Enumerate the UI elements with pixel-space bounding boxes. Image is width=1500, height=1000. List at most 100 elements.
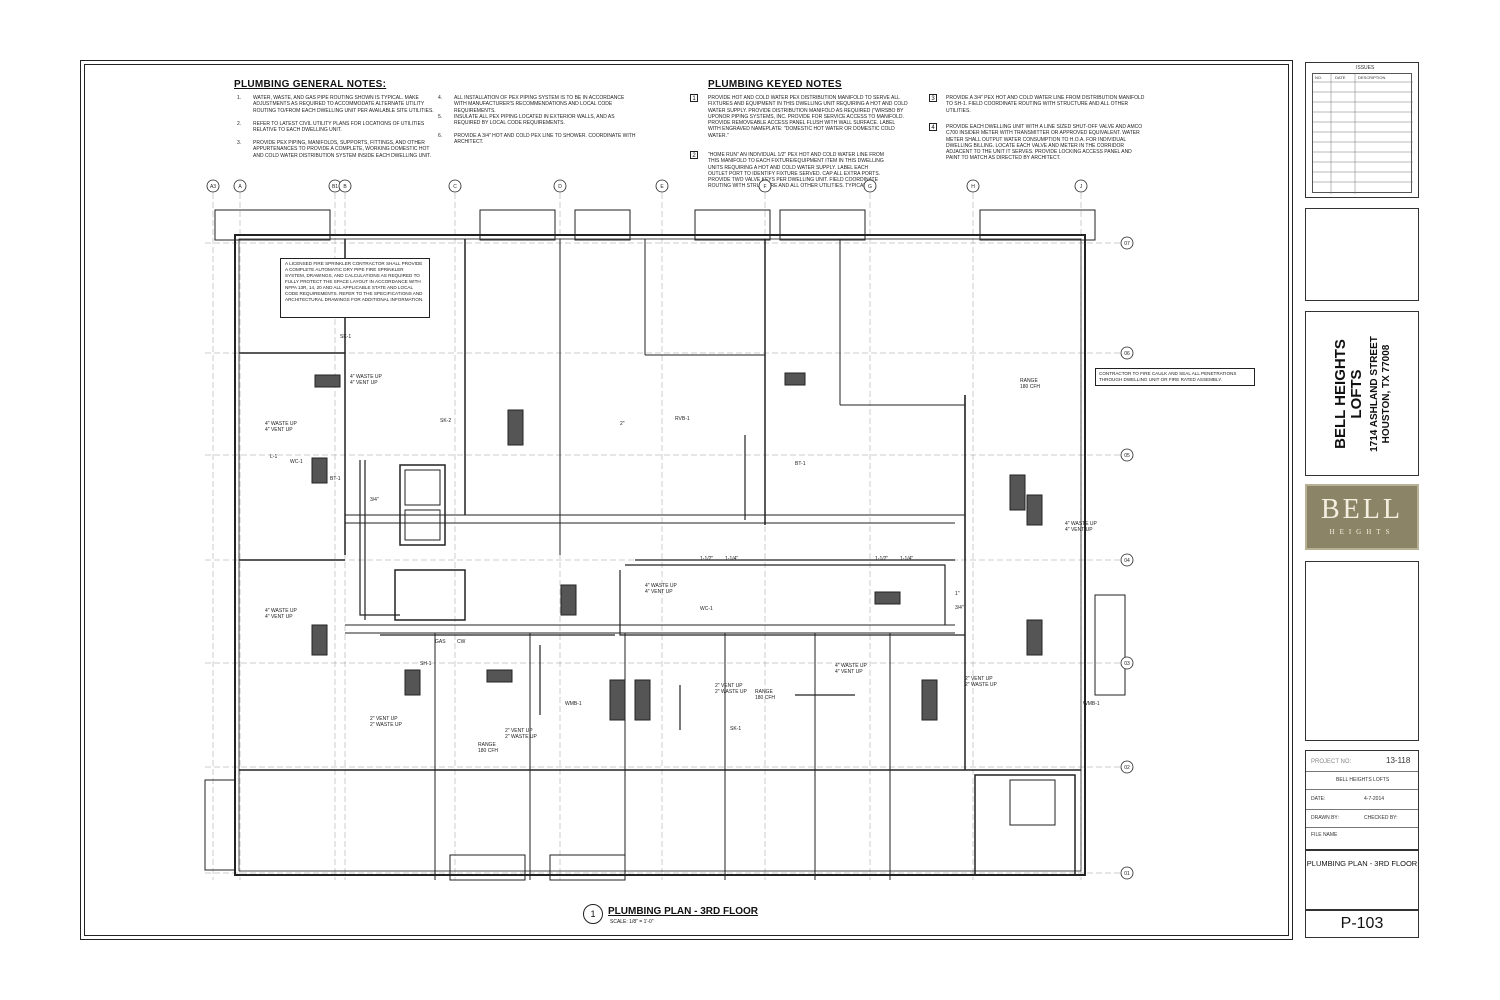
- divider: [1306, 789, 1418, 790]
- plan-label-vent-up: 4" VENT UP: [1065, 527, 1093, 533]
- issues-col-date: DATE: [1335, 75, 1346, 80]
- plan-label-size: 3/4": [370, 497, 379, 503]
- plan-label-range-cfh: 180 CFH: [1020, 384, 1040, 390]
- keyed-note-2: "HOME RUN" AN INDIVIDUAL 1/2" PEX HOT AN…: [708, 152, 884, 190]
- project-no-label: PROJECT NO:: [1311, 759, 1352, 765]
- contractor-note-box: CONTRACTOR TO FIRE CAULK AND SEAL ALL PE…: [1095, 368, 1255, 386]
- issues-table: NO. DATE DESCRIPTION: [1312, 73, 1413, 194]
- general-note-6: 6.PROVIDE A 3/4" HOT AND COLD PEX LINE T…: [438, 133, 636, 146]
- plan-label-vent-up: 4" VENT UP: [350, 380, 378, 386]
- plan-label-size: 1-1/2": [700, 556, 713, 562]
- sprinkler-note-box: A LICENSED FIRE SPRINKLER CONTRACTOR SHA…: [280, 258, 430, 318]
- fixture-label: WC-1: [700, 606, 713, 612]
- divider: [1306, 771, 1418, 772]
- grid-label-b: B: [343, 184, 347, 190]
- blank-box-2: [1305, 561, 1419, 741]
- drawing-frame: [80, 60, 1293, 940]
- fixture-label: SK-1: [340, 334, 351, 340]
- floor-plan: A3 A B1 B C D E F G H J 07 06 05 04 03 0…: [204, 179, 1134, 881]
- plan-label-vent-up: 2" VENT UP: [715, 683, 743, 689]
- plan-label-size: 3/4": [955, 605, 964, 611]
- plan-label-range: RANGE: [478, 742, 496, 748]
- address-line-2: HOUSTON, TX 77008: [1381, 344, 1392, 444]
- contractor-note: CONTRACTOR TO FIRE CAULK AND SEAL ALL PE…: [1099, 371, 1237, 382]
- grid-label-05: 05: [1124, 453, 1130, 459]
- plan-label-waste-up: 2" WASTE UP: [715, 689, 748, 695]
- drawing-scale: SCALE: 1/8" = 1'-0": [610, 919, 654, 925]
- plan-label-size: 1-1/2": [875, 556, 888, 562]
- project-info-box: PROJECT NO: 13-118 BELL HEIGHTS LOFTS DA…: [1305, 750, 1419, 850]
- grid-label-06: 06: [1124, 351, 1130, 357]
- project-name-rotated: BELL HEIGHTS LOFTS 1714 ASHLAND STREET H…: [1332, 314, 1393, 474]
- project-title: BELL HEIGHTS LOFTS: [1336, 777, 1390, 783]
- general-note-1: 1.WATER, WASTE, AND GAS PIPE ROUTING SHO…: [237, 95, 434, 114]
- keyed-note-1-marker: 1: [690, 94, 698, 102]
- issues-col-desc: DESCRIPTION: [1358, 75, 1386, 80]
- sprinkler-note: A LICENSED FIRE SPRINKLER CONTRACTOR SHA…: [285, 261, 424, 302]
- date-value: 4-7-2014: [1364, 796, 1385, 802]
- plan-label-vent-up: 2" VENT UP: [965, 676, 993, 682]
- bell-heights-logo: BELL HEIGHTS: [1305, 484, 1419, 550]
- fixture-label: BT-1: [330, 476, 341, 482]
- fixture-label: SH-1: [420, 661, 432, 667]
- plan-label-waste-up: 4" WASTE UP: [835, 663, 868, 669]
- fixture-label: BT-1: [795, 461, 806, 467]
- divider: [1306, 809, 1418, 810]
- fixture-label: SK-2: [440, 418, 451, 424]
- grid-label-04: 04: [1124, 558, 1130, 564]
- issues-col-no: NO.: [1315, 75, 1323, 80]
- fixture-label: SK-1: [730, 726, 741, 732]
- plan-label-waste-up: 4" WASTE UP: [265, 421, 298, 427]
- plan-label-waste-up: 4" WASTE UP: [645, 583, 678, 589]
- sheet-number: P-103: [1340, 915, 1384, 932]
- issues-header: ISSUES: [1356, 65, 1375, 71]
- blank-box: [1305, 208, 1419, 301]
- plan-label-vent-up: 4" VENT UP: [645, 589, 673, 595]
- keyed-note-3-marker: 3: [929, 94, 937, 102]
- plan-label-waste-up: 4" WASTE UP: [265, 608, 298, 614]
- plan-label-waste-up: 4" WASTE UP: [350, 374, 383, 380]
- fixture-label: WMB-1: [1083, 701, 1100, 707]
- keyed-note-3: PROVIDE A 3/4" PEX HOT AND COLD WATER LI…: [946, 95, 1145, 114]
- checked-by-label: CHECKED BY:: [1364, 815, 1398, 821]
- plan-label-range: RANGE: [755, 689, 773, 695]
- plan-label-vent-up: 4" VENT UP: [265, 427, 293, 433]
- general-note-5: 5.INSULATE ALL PEX PIPING LOCATED IN EXT…: [438, 114, 615, 127]
- plan-label-range-cfh: 180 CFH: [755, 695, 775, 701]
- sheet-title-box: PLUMBING PLAN - 3RD FLOOR: [1305, 850, 1419, 910]
- grid-label-a3: A3: [210, 184, 216, 190]
- file-name-label: FILE NAME: [1311, 832, 1338, 838]
- project-no: 13-118: [1386, 756, 1411, 765]
- grid-label-h: H: [971, 184, 975, 190]
- project-name-2: LOFTS: [1348, 369, 1365, 419]
- date-label: DATE:: [1311, 796, 1326, 802]
- keyed-note-4: PROVIDE EACH DWELLING UNIT WITH A LINE S…: [946, 124, 1143, 162]
- plan-label-waste-up: 2" WASTE UP: [370, 722, 403, 728]
- grid-label-a: A: [238, 184, 242, 190]
- plan-label-range: RANGE: [1020, 378, 1038, 384]
- drawing-title: PLUMBING PLAN - 3RD FLOOR: [608, 906, 758, 917]
- grid-label-d: D: [558, 184, 562, 190]
- sheet-title: PLUMBING PLAN - 3RD FLOOR: [1306, 859, 1418, 868]
- plan-label-cw: CW: [457, 639, 466, 645]
- plan-label-size: 1-1/4": [725, 556, 738, 562]
- keyed-note-4-marker: 4: [929, 123, 937, 131]
- grid-label-01: 01: [1124, 871, 1130, 877]
- plan-label-waste-up: 4" WASTE UP: [1065, 521, 1098, 527]
- project-name-box: BELL HEIGHTS LOFTS 1714 ASHLAND STREET H…: [1305, 311, 1419, 476]
- plan-label-size: 1": [955, 591, 960, 597]
- divider: [1306, 827, 1418, 828]
- grid-label-b1: B1: [332, 184, 338, 190]
- logo-main-text: BELL: [1321, 494, 1403, 525]
- grid-label-f: F: [763, 184, 766, 190]
- plan-label-size: 1-1/4": [900, 556, 913, 562]
- logo-sub-text: HEIGHTS: [1329, 528, 1395, 536]
- plan-label-vent-up: 4" VENT UP: [835, 669, 863, 675]
- keyed-note-1: PROVIDE HOT AND COLD WATER PEX DISTRIBUT…: [708, 95, 908, 139]
- general-notes-title: PLUMBING GENERAL NOTES:: [234, 79, 387, 90]
- grid-label-02: 02: [1124, 765, 1130, 771]
- plan-label-vent-up: 4" VENT UP: [265, 614, 293, 620]
- fixture-label: L-1: [270, 454, 277, 460]
- plan-label-waste-up: 2" WASTE UP: [965, 682, 998, 688]
- plan-label-vent-up: 2" VENT UP: [370, 716, 398, 722]
